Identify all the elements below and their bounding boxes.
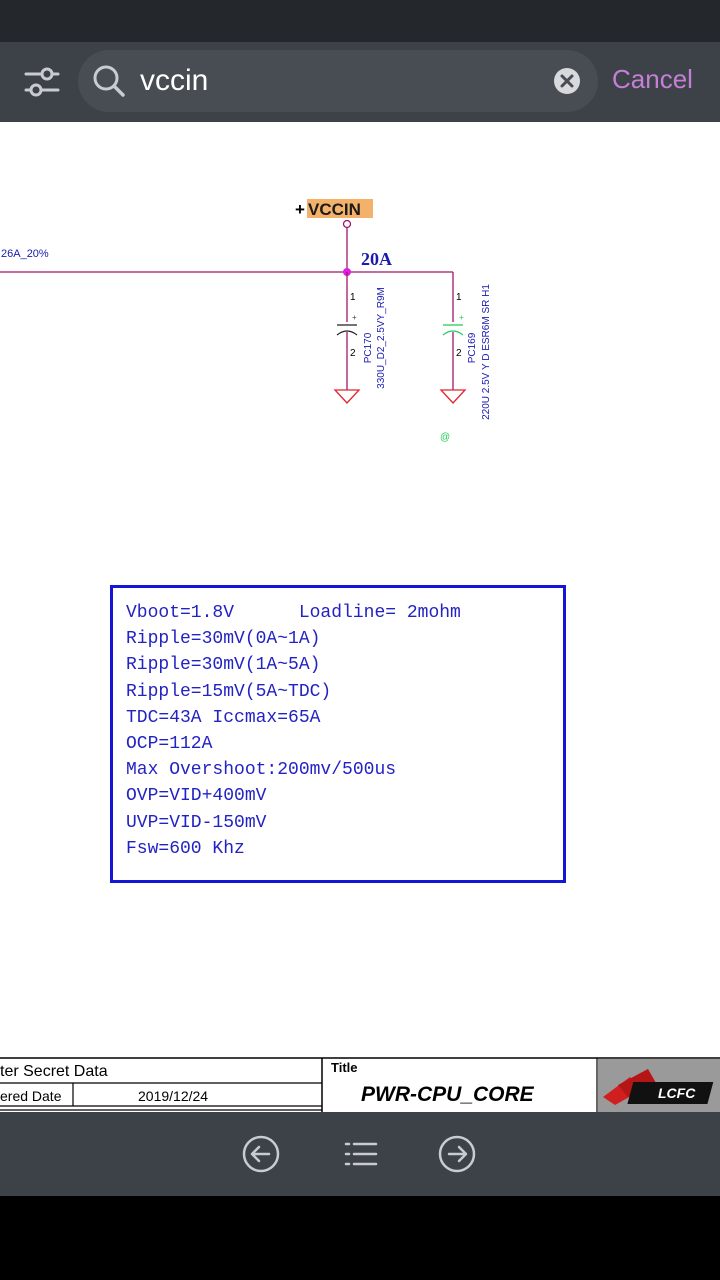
spec-line: UVP=VID-150mV	[126, 812, 267, 833]
spec-line: Max Overshoot:200mv/500us	[126, 760, 397, 781]
pc169-ref: PC169	[467, 332, 478, 363]
filter-sliders-icon	[24, 67, 60, 97]
pdf-page-view[interactable]: + VCCIN 26A_20% 20A 1 + 2 PC170 330U_D2_…	[0, 122, 720, 1112]
filter-button[interactable]	[22, 64, 62, 100]
clear-circle-x-icon	[554, 68, 580, 94]
spec-line: OVP=VID+400mV	[126, 786, 267, 807]
spec-line: Ripple=30mV(1A~5A)	[126, 655, 321, 676]
schematic-drawing: + VCCIN 26A_20% 20A 1 + 2 PC170 330U_D2_…	[0, 199, 492, 443]
list-icon	[344, 1142, 378, 1166]
pc170-ref: PC170	[363, 332, 374, 363]
search-icon	[93, 65, 125, 97]
title-label: Title	[331, 1060, 358, 1075]
arrow-right-circle-icon	[438, 1135, 476, 1173]
search-highlight	[307, 199, 373, 218]
svg-text:2: 2	[456, 348, 462, 359]
svg-text:1: 1	[350, 292, 356, 303]
previous-result-button[interactable]	[239, 1132, 283, 1176]
search-toolbar: Cancel	[0, 42, 720, 122]
left-net-label: 26A_20%	[1, 248, 49, 260]
svg-text:2: 2	[350, 348, 356, 359]
vr-spec-box: Vboot=1.8V Loadline= 2mohm Ripple=30mV(0…	[110, 585, 566, 883]
svg-text:+: +	[459, 313, 464, 322]
search-field	[78, 50, 598, 112]
secret-data-label: ter Secret Data	[0, 1063, 108, 1080]
pc169-value: 220U 2.5V Y D ESR6M SR H1	[481, 284, 492, 420]
result-navigation-bar	[0, 1112, 720, 1196]
search-input[interactable]	[140, 62, 540, 100]
clear-search-button[interactable]	[553, 67, 581, 95]
system-navigation-area	[0, 1196, 720, 1280]
title-block: ter Secret Data ered Date 2019/12/24 Tit…	[0, 1057, 720, 1112]
net-name-vccin: VCCIN	[308, 200, 361, 219]
spec-line: Vboot=1.8V Loadline= 2mohm	[126, 603, 461, 623]
sheet-title: PWR-CPU_CORE	[361, 1083, 534, 1106]
company-logo-text: LCFC	[658, 1085, 696, 1101]
svg-text:+: +	[352, 313, 357, 322]
current-label: 20A	[361, 249, 392, 269]
next-result-button[interactable]	[435, 1132, 479, 1176]
pc170-value: 330U_D2_2.5VY_R9M	[376, 287, 387, 389]
status-bar	[0, 0, 720, 42]
ground-symbol	[333, 389, 361, 404]
spec-line: OCP=112A	[126, 734, 213, 755]
net-prefix: +	[295, 200, 305, 219]
spec-line: TDC=43A Iccmax=65A	[126, 707, 321, 728]
spec-line: Ripple=15mV(5A~TDC)	[126, 681, 332, 702]
ground-symbol	[439, 389, 467, 404]
pc169-marker: @	[440, 432, 450, 443]
cancel-button[interactable]: Cancel	[612, 64, 693, 94]
svg-text:1: 1	[456, 292, 462, 303]
date-value: 2019/12/24	[138, 1088, 209, 1104]
arrow-left-circle-icon	[242, 1135, 280, 1173]
results-list-button[interactable]	[339, 1132, 383, 1176]
spec-line: Fsw=600 Khz	[126, 838, 245, 859]
date-label: ered Date	[0, 1088, 62, 1104]
spec-line: Ripple=30mV(0A~1A)	[126, 629, 321, 650]
